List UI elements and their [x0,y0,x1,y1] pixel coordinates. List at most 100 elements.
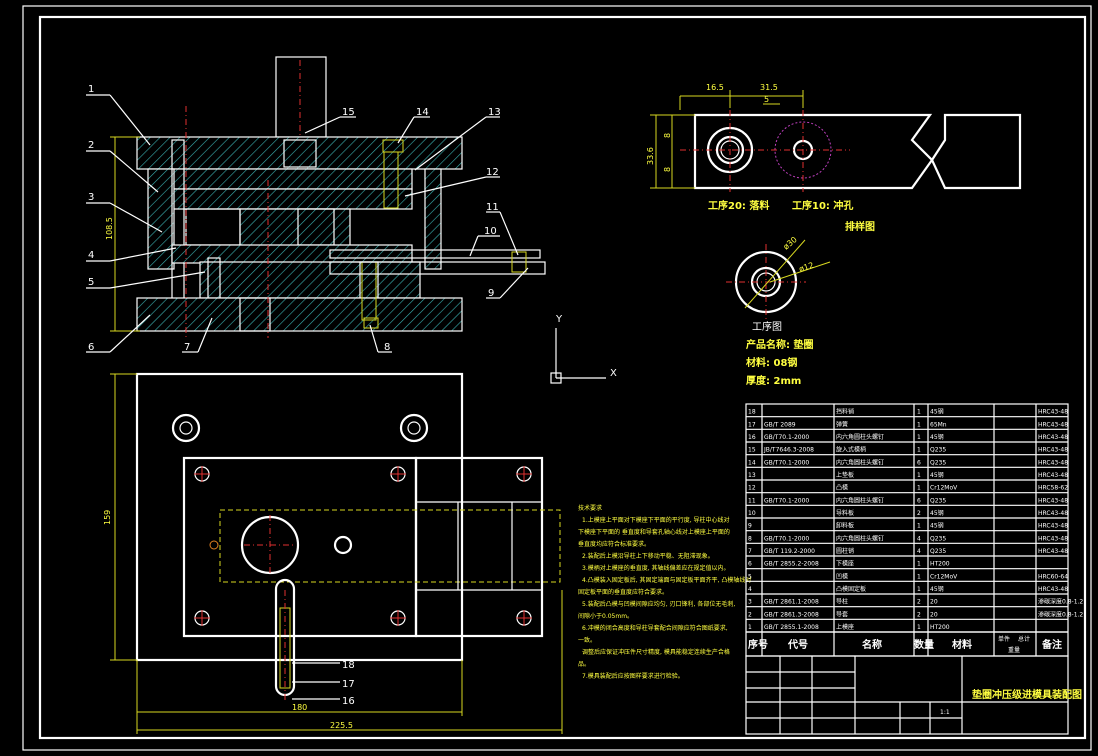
bom-cell: 1 [917,447,921,454]
bom-cell: 45钢 [930,509,944,517]
bom-cell: GB/T70.1-2000 [764,535,809,542]
dim-text-dia-outer: ø30 [782,235,799,252]
strip-title: 排样图 [845,220,875,233]
part-label-6: 6 [88,342,94,353]
bom-cell: 8 [748,535,752,542]
axis-y-label: Y [555,314,563,325]
dim-text-strip-1: 8 [663,133,672,138]
dim-text-plan-w2: 225.5 [330,721,353,730]
part-label-1: 1 [88,84,94,95]
notes-line-11: 一致。 [578,636,596,644]
bom-cell: HT200 [930,624,950,631]
bom-cell: HRC43-48 [1038,535,1068,542]
bom-cell: 20 [930,611,938,618]
notes-line-12: 调整后应保证冲压件尺寸精度, 模具能稳定连续生产合格 [582,648,730,656]
workpiece-material: 材料: 08钢 [746,356,797,369]
bom-cell: HRC60-64 [1038,573,1068,580]
dim-text-strip-h: 33.6 [646,147,655,165]
bom-cell: 上垫板 [836,471,854,479]
bom-cell: 挡料销 [836,408,854,416]
bom-cell: 圆柱销 [836,547,854,555]
bom-cell: 渗碳深度0.8-1.2 [1038,598,1083,606]
part-label-15: 15 [342,107,355,118]
notes-line-3: 垂直度均应符合标准要求。 [578,540,650,548]
part-label-10: 10 [484,226,497,237]
part-label-17: 17 [342,679,355,690]
bom-cell: HRC43-48 [1038,434,1068,441]
bom-cell: HRC43-48 [1038,472,1068,479]
bom-cell: Cr12MoV [930,573,958,580]
bom-cell: 1 [917,409,921,416]
bom-cell: 内六角圆柱头螺钉 [836,433,884,441]
bom-header-material: 材料 [952,638,972,651]
bom-cell: 1 [917,485,921,492]
part-label-9: 9 [488,288,494,299]
bom-cell: 1 [917,523,921,530]
bom-header-remark: 备注 [1041,638,1062,651]
part-label-4: 4 [88,250,94,261]
bom-cell: 6 [917,497,921,504]
bom-cell: Cr12MoV [930,485,958,492]
bom-cell: Q235 [930,459,946,466]
dim-text-plan-w1: 180 [292,703,307,712]
bom-cell: HRC58-62 [1038,485,1068,492]
bom-cell: 14 [748,459,756,466]
workpiece-title: 工序图 [752,320,782,333]
bom-cell: 6 [748,561,752,568]
bom-cell: 4 [917,535,921,542]
bom-cell: GB/T70.1-2000 [764,497,809,504]
bom-cell: 凸模固定板 [836,585,866,593]
bom-cell: GB/T 2861.3-2008 [764,611,819,618]
workpiece-thickness: 厚度: 2mm [746,374,801,387]
bom-cell: 65Mn [930,421,947,428]
bom-cell: 凸模 [836,484,848,492]
strip-step1-label: 工序20: 落料 [708,199,769,212]
dim-text-top-b: 31.5 [760,83,778,92]
bom-cell: 1 [917,421,921,428]
bom-cell: 20 [930,599,938,606]
bom-cell: HRC43-48 [1038,447,1068,454]
scale-label: 1:1 [940,709,950,716]
bom-cell: 凹模 [836,572,848,580]
bom-cell: 导柱 [836,598,848,606]
bom-cell: 2 [748,611,752,618]
bom-cell: 4 [748,586,752,593]
bom-cell: 内六角圆柱头螺钉 [836,458,884,466]
bom-cell: 渗碳深度0.8-1.2 [1038,610,1083,618]
bom-cell: 1 [917,624,921,631]
leaders-left [86,94,529,353]
bom-cell: HRC43-48 [1038,548,1068,555]
part-label-11: 11 [486,202,499,213]
bom-cell: HRC43-48 [1038,523,1068,530]
bom-cell: 17 [748,421,756,428]
bom-cell: JB/T7646.3-2008 [763,447,814,454]
bom-cell: GB/T70.1-2000 [764,434,809,441]
bom-cell: 13 [748,472,756,479]
ucs-axis-icon: Y X [550,314,617,384]
bom-cell: 45钢 [930,522,944,530]
bom-cell: 1 [917,472,921,479]
part-label-2: 2 [88,140,94,151]
bom-header-total: 总计 [1018,635,1030,643]
bom-header-weight: 重量 [1008,646,1020,654]
plan-view: 159 180 225.5 18 17 16 [103,372,563,734]
part-label-18: 18 [342,660,355,671]
bom-cell: 上模座 [836,623,854,631]
axis-x-label: X [610,368,617,379]
bom-cell: 15 [748,447,756,454]
bom-cell: Q235 [930,447,946,454]
bom-cell: 弹簧 [836,420,848,428]
bom-cell: HRC43-48 [1038,497,1068,504]
bom-cell: HRC43-48 [1038,421,1068,428]
bom-cell: 12 [748,485,756,492]
dim-height-main: 108.5 [105,136,140,332]
bom-cell: Q235 [930,548,946,555]
bom-cell: 10 [748,510,756,517]
bom-cell: 1 [917,573,921,580]
part-label-5: 5 [88,277,94,288]
bom-cell: 6 [917,459,921,466]
bom-cell: GB/T 2855.2-2008 [764,561,819,568]
part-label-13: 13 [488,107,501,118]
